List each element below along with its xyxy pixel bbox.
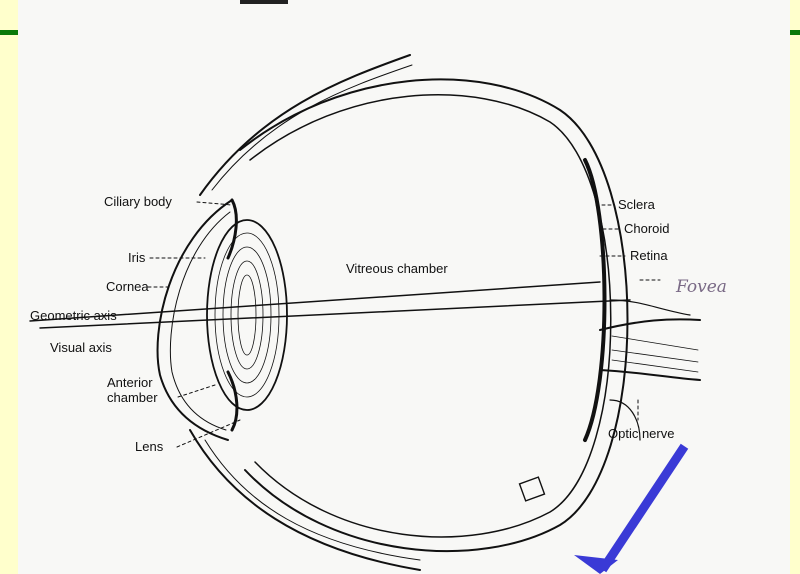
label-geometric-axis: Geometric axis	[30, 308, 117, 323]
down-left-arrow-icon	[574, 450, 682, 574]
lower-tissue-lines	[190, 430, 420, 570]
retina-band	[585, 160, 605, 440]
label-lens: Lens	[135, 439, 164, 454]
label-choroid: Choroid	[624, 221, 670, 236]
sample-box	[520, 477, 545, 501]
label-visual-axis: Visual axis	[50, 340, 112, 355]
handwritten-fovea: Fovea	[675, 277, 727, 297]
label-retina: Retina	[630, 248, 668, 263]
label-optic-nerve: Optic nerve	[608, 426, 674, 441]
label-vitreous-chamber: Vitreous chamber	[346, 261, 448, 276]
label-cornea: Cornea	[106, 279, 149, 294]
label-anterior-line2: chamber	[107, 390, 158, 405]
label-sclera: Sclera	[618, 197, 656, 212]
label-anterior-line1: Anterior	[107, 375, 153, 390]
label-ciliary-body: Ciliary body	[104, 194, 172, 209]
lens-outline	[207, 220, 287, 410]
label-iris: Iris	[128, 250, 146, 265]
ciliary-body	[228, 200, 237, 430]
optic-nerve	[600, 319, 700, 380]
